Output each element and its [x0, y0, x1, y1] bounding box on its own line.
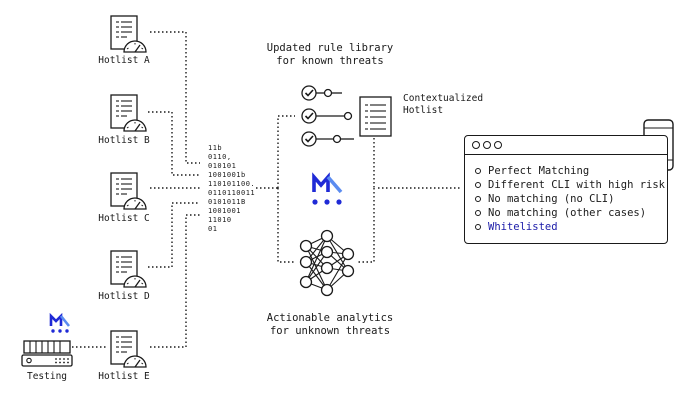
binary-line: 11b — [208, 144, 223, 152]
hotlist-a-label: Hotlist A — [98, 55, 150, 66]
bullet-icon — [475, 196, 481, 202]
binary-line: 11010 — [208, 216, 232, 224]
hotlist-e-label: Hotlist E — [98, 371, 150, 382]
hotlist-a-icon — [110, 15, 147, 53]
bullet-icon — [475, 224, 481, 230]
hotlist-connectors — [72, 31, 462, 348]
window-titlebar — [465, 136, 667, 155]
hotlist-d-label: Hotlist D — [98, 291, 150, 302]
list-item: Perfect Matching — [475, 164, 665, 178]
binary-line: 010101 — [208, 162, 237, 170]
binary-line: 01 — [208, 225, 218, 233]
binary-line: 1001001 — [208, 207, 242, 215]
rule-library-title: Updated rule library for known threats — [266, 42, 394, 67]
hotlist-c-label: Hotlist C — [98, 213, 150, 224]
neural-network-icon — [299, 229, 355, 297]
testing-logo-icon — [49, 312, 71, 333]
list-item: No matching (other cases) — [475, 206, 665, 220]
bullet-icon — [475, 182, 481, 188]
binary-line: 1001001b — [208, 171, 246, 179]
list-item: Whitelisted — [475, 220, 665, 234]
brand-logo-icon — [312, 172, 343, 205]
hotlist-d-icon — [110, 250, 147, 288]
hotlist-b-label: Hotlist B — [98, 135, 150, 146]
contextualized-hotlist-label: Contextualized Hotlist — [403, 93, 484, 116]
binary-stream: 11b 0110, 010101 1001001b 110101100. 011… — [208, 144, 255, 234]
hotlist-b-icon — [110, 94, 147, 132]
binary-line: 0110110011 — [208, 189, 256, 197]
testing-device-icon — [21, 340, 73, 367]
list-item: Different CLI with high risk — [475, 178, 665, 192]
bullet-icon — [475, 168, 481, 174]
analytics-title: Actionable analytics for unknown threats — [266, 312, 394, 337]
window-dot-icon — [483, 141, 491, 149]
bullet-icon — [475, 210, 481, 216]
hotlist-e-icon — [110, 330, 147, 368]
binary-line: 0110, — [208, 153, 232, 161]
list-item: No matching (no CLI) — [475, 192, 665, 206]
testing-label: Testing — [26, 371, 68, 382]
binary-line: 110101100. — [208, 180, 256, 188]
results-list: Perfect Matching Different CLI with high… — [475, 164, 665, 234]
results-window: Perfect Matching Different CLI with high… — [464, 135, 668, 244]
rule-checklist-icon — [301, 85, 354, 147]
window-dot-icon — [472, 141, 480, 149]
window-dot-icon — [494, 141, 502, 149]
binary-line: 0101011B — [208, 198, 246, 206]
hotlist-c-icon — [110, 172, 147, 210]
contextualized-hotlist-icon — [359, 96, 392, 137]
